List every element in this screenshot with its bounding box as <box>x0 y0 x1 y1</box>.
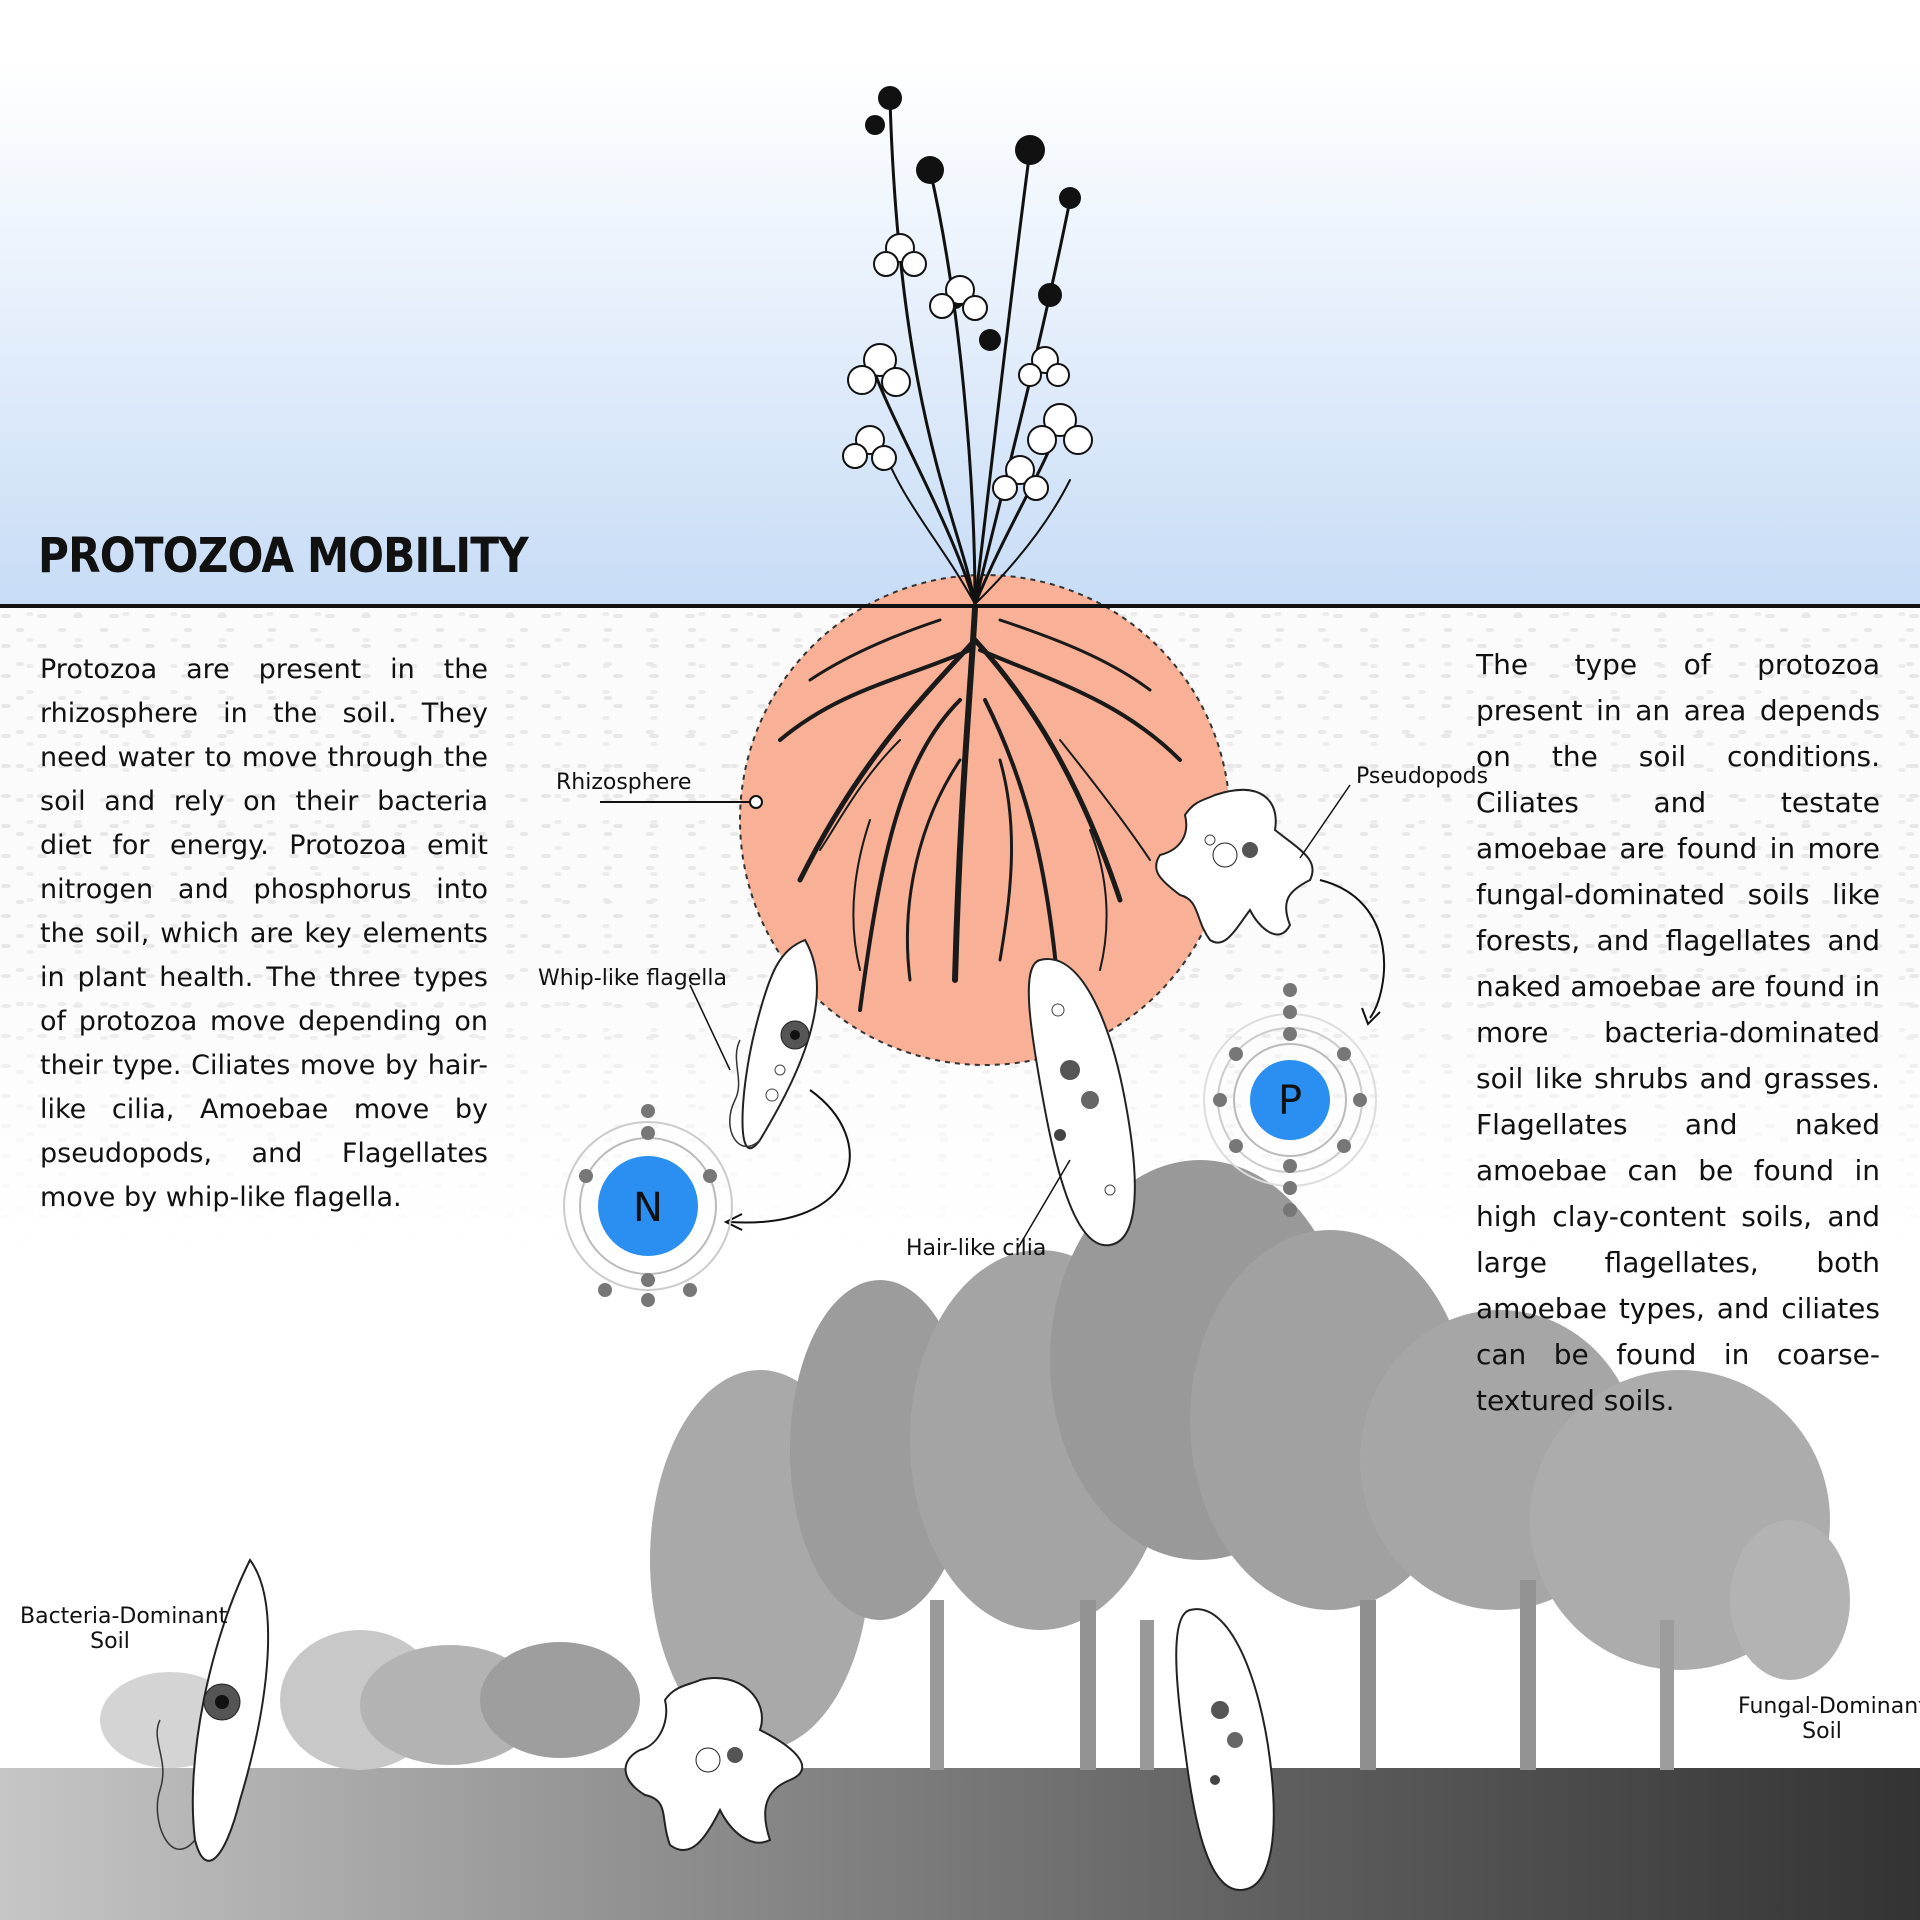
label-fungal-soil: Fungal-Dominant Soil <box>1738 1694 1920 1744</box>
right-description: The type of protozoa present in an area … <box>1476 648 1880 1417</box>
label-bacteria-soil: Bacteria-Dominant Soil <box>20 1604 228 1654</box>
label-pseudopods: Pseudopods <box>1356 764 1489 789</box>
page-title: PROTOZOA MOBILITY <box>38 528 529 584</box>
nitrogen-symbol: N <box>633 1185 663 1231</box>
bottom-ciliate-icon <box>1175 1608 1275 1892</box>
bottom-flagellate-icon <box>156 1558 270 1862</box>
label-bacteria-soil-line1: Bacteria-Dominant <box>20 1604 228 1629</box>
bottom-amoeba-icon <box>624 1677 804 1851</box>
phosphorus-symbol: P <box>1278 1078 1302 1124</box>
label-bacteria-soil-line2: Soil <box>90 1629 130 1654</box>
left-description: Protozoa are present in the rhizosphere … <box>40 654 488 1213</box>
label-rhizosphere: Rhizosphere <box>556 770 692 795</box>
amoeba-cell-icon <box>1155 784 1386 1026</box>
ciliate-cell-icon <box>1017 958 1136 1249</box>
label-hair-cilia: Hair-like cilia <box>906 1236 1047 1261</box>
plant-silhouette-icon <box>842 86 1093 606</box>
flagellate-cell-icon <box>689 938 851 1231</box>
label-fungal-soil-line1: Fungal-Dominant <box>1738 1694 1920 1719</box>
label-fungal-soil-line2: Soil <box>1802 1719 1842 1744</box>
ground-strip <box>0 1768 1920 1920</box>
horizon-line <box>0 604 1920 608</box>
phosphorus-atom-icon: P <box>1203 983 1377 1217</box>
rhizosphere-leader <box>600 795 763 809</box>
tree-silhouettes <box>100 1160 1850 1770</box>
label-whip-flagella: Whip-like flagella <box>538 966 727 991</box>
nitrogen-atom-icon: N <box>563 1104 733 1307</box>
root-system-icon <box>778 605 1182 1012</box>
